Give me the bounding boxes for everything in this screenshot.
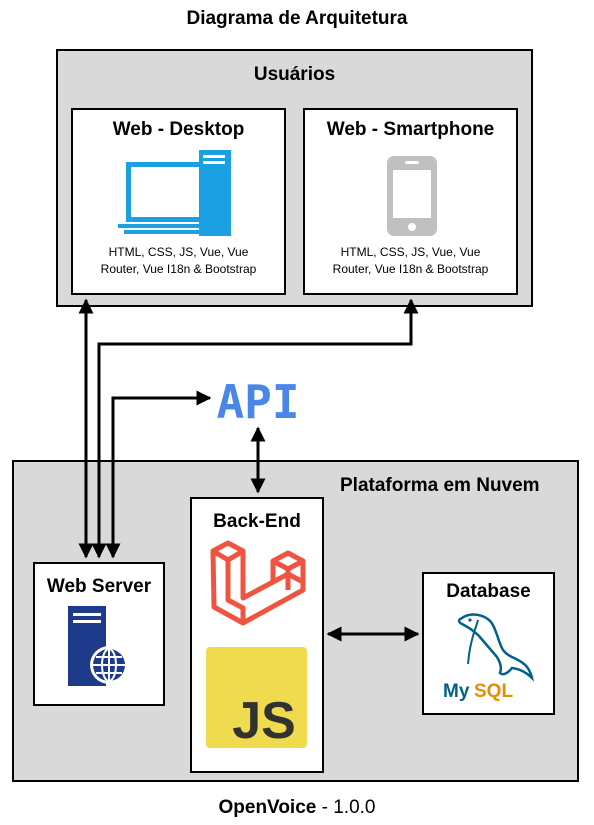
diagram-title: Diagrama de Arquitetura — [186, 8, 408, 29]
desktop-tech-line1: HTML, CSS, JS, Vue, Vue — [108, 245, 249, 259]
footer-name: OpenVoice — [218, 797, 317, 818]
web-server-title: Web Server — [46, 576, 152, 597]
users-group-title: Usuários — [253, 64, 336, 85]
smartphone-title: Web - Smartphone — [326, 119, 495, 140]
backend-title: Back-End — [213, 511, 301, 532]
desktop-title: Web - Desktop — [112, 119, 245, 140]
cloud-group-title: Plataforma em Nuvem — [340, 475, 540, 496]
footer-version: - 1.0.0 — [316, 797, 376, 818]
api-label: API — [216, 375, 299, 429]
database-title: Database — [446, 581, 531, 602]
desktop-tech-line2: Router, Vue I18n & Bootstrap — [100, 262, 257, 276]
smartphone-tech-line2: Router, Vue I18n & Bootstrap — [332, 262, 489, 276]
backend-box — [190, 497, 324, 773]
smartphone-tech-line1: HTML, CSS, JS, Vue, Vue — [340, 245, 481, 259]
footer: OpenVoice - 1.0.0 — [0, 797, 594, 819]
